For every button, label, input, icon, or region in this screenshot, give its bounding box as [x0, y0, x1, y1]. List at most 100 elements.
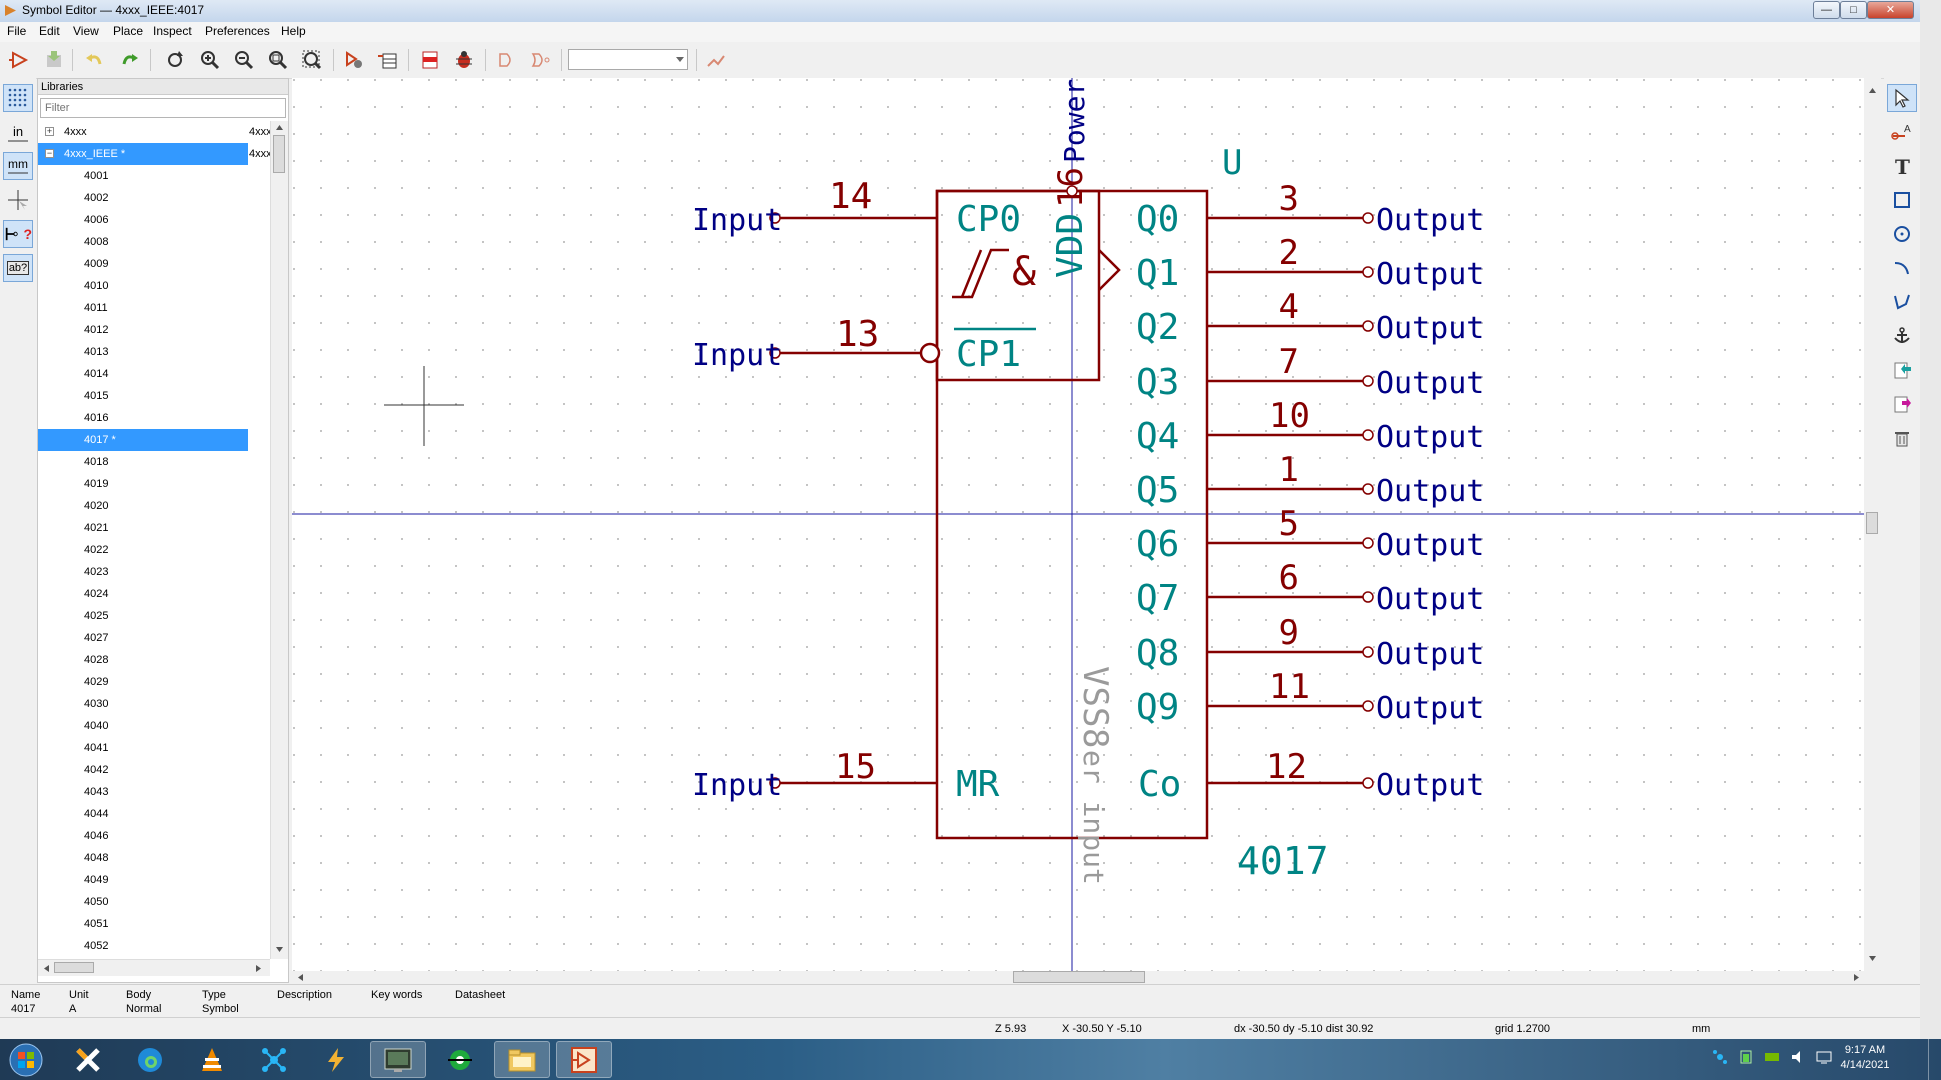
export-pdf-icon[interactable]: [418, 48, 442, 72]
symbol-item[interactable]: 4042: [38, 759, 248, 781]
pin-endpoint[interactable]: [1362, 212, 1374, 224]
undo-icon[interactable]: [82, 48, 106, 72]
pin-endpoint[interactable]: [1066, 185, 1078, 197]
polyline-tool-button[interactable]: [1887, 288, 1917, 316]
zoom-out-icon[interactable]: [232, 48, 256, 72]
speaker-tray-icon[interactable]: [1790, 1049, 1806, 1065]
pin-endpoint[interactable]: [1362, 320, 1374, 332]
scroll-up-icon[interactable]: [276, 125, 283, 130]
de-morgan-alternate-icon[interactable]: [528, 48, 552, 72]
scroll-thumb[interactable]: [273, 135, 285, 173]
check-icon[interactable]: [452, 48, 476, 72]
symbol-item[interactable]: 4017 *: [38, 429, 248, 451]
canvas-vertical-scrollbar[interactable]: [1864, 78, 1881, 971]
minimize-button[interactable]: —: [1813, 1, 1840, 19]
zoom-fit-icon[interactable]: [266, 48, 290, 72]
terminal-app-icon[interactable]: [370, 1041, 426, 1078]
scroll-up-icon[interactable]: [1869, 88, 1876, 93]
menu-edit[interactable]: Edit: [39, 24, 60, 38]
reference-designator[interactable]: U: [1222, 143, 1242, 183]
de-morgan-standard-icon[interactable]: [494, 48, 518, 72]
scroll-left-icon[interactable]: [44, 965, 49, 972]
rectangle-tool-button[interactable]: [1887, 186, 1917, 214]
canvas-horizontal-scrollbar[interactable]: [292, 971, 1864, 983]
symbol-item[interactable]: 4018: [38, 451, 248, 473]
symbol-canvas[interactable]: & U 4017 Input 14 CP0 Input 13 CP1 Input…: [292, 78, 1864, 971]
kicad-symbol-editor-icon[interactable]: [556, 1041, 612, 1078]
pin-table-icon[interactable]: [376, 48, 400, 72]
pin-endpoint[interactable]: [769, 347, 781, 359]
symbol-item[interactable]: 4046: [38, 825, 248, 847]
library-4xxx-ieee[interactable]: − 4xxx_IEEE *: [38, 143, 248, 165]
menu-place[interactable]: Place: [113, 24, 144, 38]
pin-endpoint[interactable]: [1362, 266, 1374, 278]
delete-tool-button[interactable]: [1887, 424, 1917, 452]
pin-endpoint[interactable]: [1362, 646, 1374, 658]
symbol-item[interactable]: 4013: [38, 341, 248, 363]
symbol-item[interactable]: 4024: [38, 583, 248, 605]
arc-tool-button[interactable]: [1887, 254, 1917, 282]
counter-block[interactable]: [935, 189, 1101, 382]
pin-endpoint[interactable]: [769, 212, 781, 224]
vlc-icon[interactable]: [184, 1041, 240, 1078]
bolt-app-icon[interactable]: [308, 1041, 364, 1078]
network-tray-icon[interactable]: [1712, 1049, 1728, 1065]
menu-file[interactable]: File: [7, 24, 27, 38]
symbol-item[interactable]: 4002: [38, 187, 248, 209]
gpu-tray-icon[interactable]: [1764, 1049, 1780, 1065]
zoom-in-icon[interactable]: [198, 48, 222, 72]
symbol-item[interactable]: 4016: [38, 407, 248, 429]
symbol-item[interactable]: 4044: [38, 803, 248, 825]
symbol-item[interactable]: 4030: [38, 693, 248, 715]
library-4xxx[interactable]: + 4xxx: [38, 121, 248, 143]
grid-toggle-button[interactable]: [3, 84, 33, 112]
symbol-item[interactable]: 4022: [38, 539, 248, 561]
symbol-item[interactable]: 4025: [38, 605, 248, 627]
refresh-icon[interactable]: [163, 48, 187, 72]
import-tool-button[interactable]: [1887, 356, 1917, 384]
display-tray-icon[interactable]: [1816, 1049, 1832, 1065]
maximize-button[interactable]: □: [1840, 1, 1867, 19]
scroll-thumb[interactable]: [54, 962, 94, 973]
edge-icon[interactable]: [122, 1041, 178, 1078]
pin-endpoint[interactable]: [1362, 375, 1374, 387]
symbol-item[interactable]: 4014: [38, 363, 248, 385]
redo-icon[interactable]: [118, 48, 142, 72]
new-symbol-icon[interactable]: [7, 48, 31, 72]
symbol-item[interactable]: 4050: [38, 891, 248, 913]
taskbar-clock[interactable]: 9:17 AM 4/14/2021: [1825, 1043, 1905, 1073]
pin-tool-button[interactable]: A: [1887, 118, 1917, 146]
symbol-item[interactable]: 4020: [38, 495, 248, 517]
datasheet-icon[interactable]: [704, 48, 728, 72]
units-inch-button[interactable]: in: [3, 120, 33, 148]
symbol-item[interactable]: 4049: [38, 869, 248, 891]
save-icon[interactable]: [42, 48, 66, 72]
scroll-thumb[interactable]: [1013, 971, 1145, 983]
symbol-item[interactable]: 4040: [38, 715, 248, 737]
pin-endpoint[interactable]: [1362, 537, 1374, 549]
library-filter-input[interactable]: [40, 98, 286, 118]
symbol-item[interactable]: 4052: [38, 935, 248, 957]
symbol-item[interactable]: 4006: [38, 209, 248, 231]
pin-endpoint[interactable]: [1362, 483, 1374, 495]
symbol-item[interactable]: 4051: [38, 913, 248, 935]
symbol-item[interactable]: 4028: [38, 649, 248, 671]
pin-endpoint[interactable]: [1362, 429, 1374, 441]
pin-endpoint[interactable]: [769, 777, 781, 789]
library-vertical-scrollbar[interactable]: [270, 121, 288, 959]
symbol-value[interactable]: 4017: [1237, 839, 1329, 883]
x-app-icon[interactable]: [60, 1041, 116, 1078]
symbol-item[interactable]: 4048: [38, 847, 248, 869]
zoom-selection-icon[interactable]: [300, 48, 324, 72]
pin-endpoint[interactable]: [1362, 591, 1374, 603]
symbol-item[interactable]: 4009: [38, 253, 248, 275]
scroll-left-icon[interactable]: [298, 974, 303, 981]
scroll-right-icon[interactable]: [1854, 974, 1859, 981]
start-button[interactable]: [0, 1041, 52, 1078]
close-button[interactable]: ✕: [1867, 1, 1914, 19]
expand-icon[interactable]: +: [45, 126, 54, 136]
scroll-down-icon[interactable]: [276, 947, 283, 952]
menu-view[interactable]: View: [73, 24, 99, 38]
scroll-down-icon[interactable]: [1869, 956, 1876, 961]
symbol-item[interactable]: 4012: [38, 319, 248, 341]
